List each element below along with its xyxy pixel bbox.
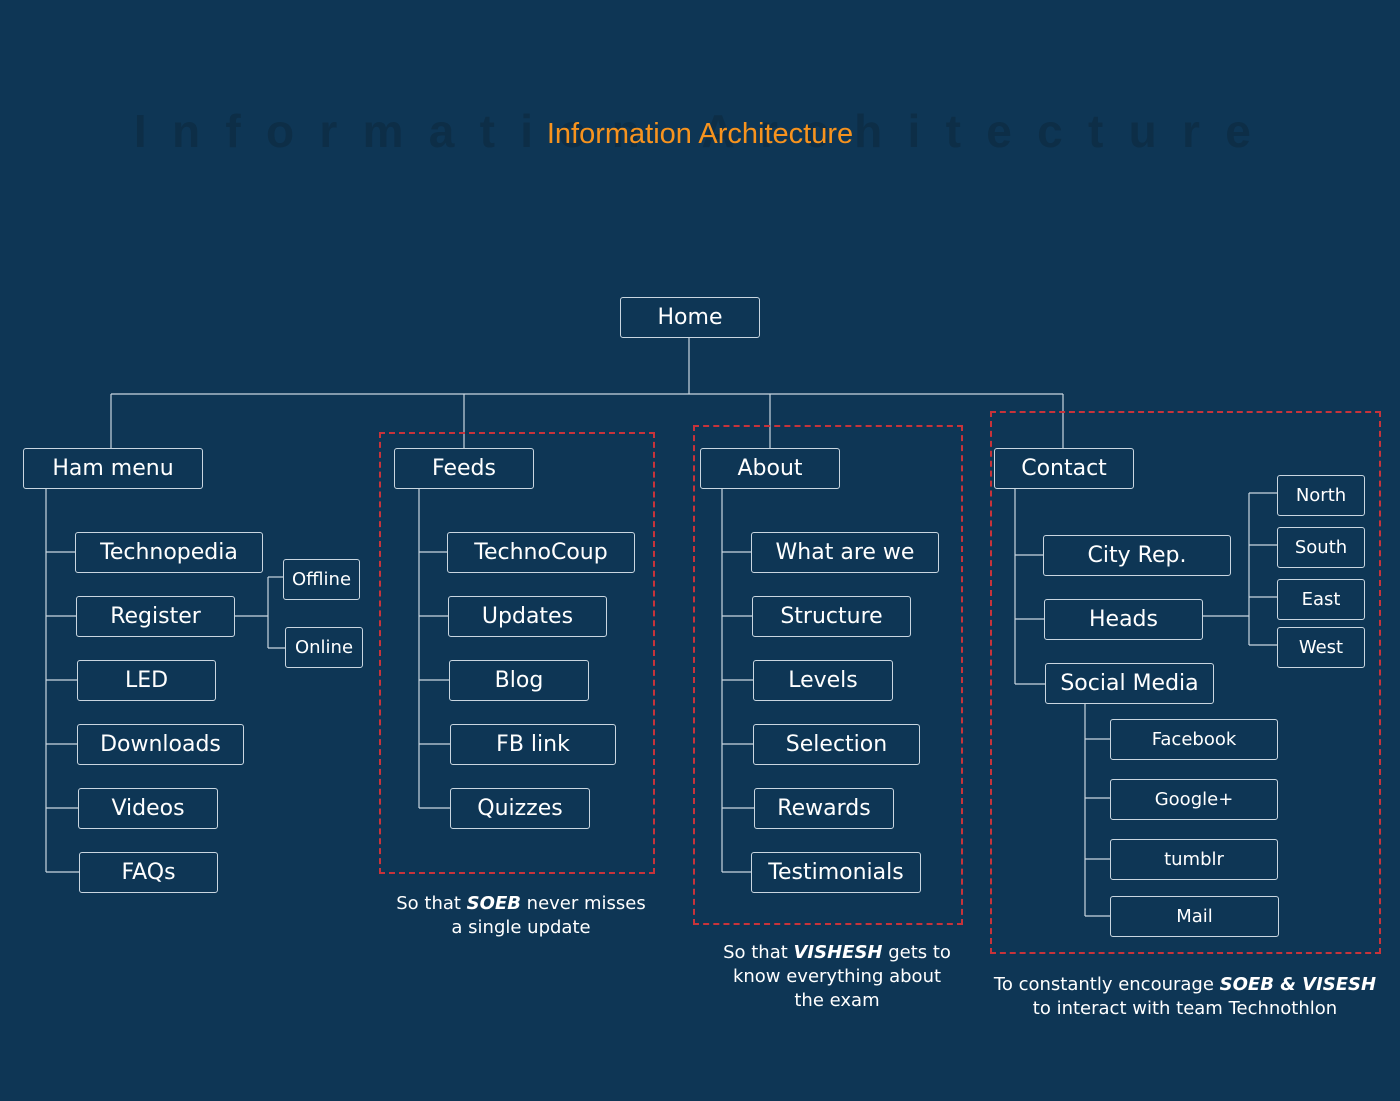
node-social-media: Social Media — [1045, 663, 1214, 704]
node-google-plus: Google+ — [1110, 779, 1278, 820]
node-city-rep: City Rep. — [1043, 535, 1231, 576]
node-tumblr: tumblr — [1110, 839, 1278, 880]
persona-soeb-visesh: SOEB & VISESH — [1219, 974, 1377, 995]
node-selection: Selection — [753, 724, 920, 765]
node-register: Register — [76, 596, 235, 637]
node-faqs: FAQs — [79, 852, 218, 893]
node-online: Online — [285, 627, 363, 668]
node-videos: Videos — [78, 788, 218, 829]
node-south: South — [1277, 527, 1365, 568]
node-facebook: Facebook — [1110, 719, 1278, 760]
node-fb-link: FB link — [450, 724, 616, 765]
node-what-are-we: What are we — [751, 532, 939, 573]
node-rewards: Rewards — [754, 788, 894, 829]
node-downloads: Downloads — [77, 724, 244, 765]
contact-caption: To constantly encourage SOEB & VISESH to… — [993, 974, 1377, 1019]
node-home: Home — [620, 297, 760, 338]
about-group-frame — [693, 425, 963, 925]
page-title: Information Architecture — [546, 118, 854, 150]
persona-soeb: SOEB — [466, 893, 521, 914]
persona-vishesh: VISHESH — [793, 942, 883, 963]
node-structure: Structure — [752, 596, 911, 637]
node-west: West — [1277, 627, 1365, 668]
watermark-title: Information Architecture — [133, 105, 1277, 157]
node-contact: Contact — [994, 448, 1134, 489]
node-testimonials: Testimonials — [751, 852, 921, 893]
node-blog: Blog — [449, 660, 589, 701]
node-heads: Heads — [1044, 599, 1203, 640]
node-quizzes: Quizzes — [450, 788, 590, 829]
node-north: North — [1277, 475, 1365, 516]
node-led: LED — [77, 660, 216, 701]
feeds-caption: So that SOEB never misses a single updat… — [396, 893, 646, 938]
node-updates: Updates — [448, 596, 607, 637]
contact-group-frame — [990, 411, 1381, 954]
node-about: About — [700, 448, 840, 489]
node-levels: Levels — [753, 660, 893, 701]
node-feeds: Feeds — [394, 448, 534, 489]
node-east: East — [1277, 579, 1365, 620]
about-caption: So that VISHESH gets to know everything … — [723, 942, 951, 1011]
node-technocoup: TechnoCoup — [447, 532, 635, 573]
node-technopedia: Technopedia — [75, 532, 263, 573]
feeds-group-frame — [379, 432, 655, 874]
node-offline: Offline — [283, 559, 360, 600]
node-ham-menu: Ham menu — [23, 448, 203, 489]
node-mail: Mail — [1110, 896, 1279, 937]
